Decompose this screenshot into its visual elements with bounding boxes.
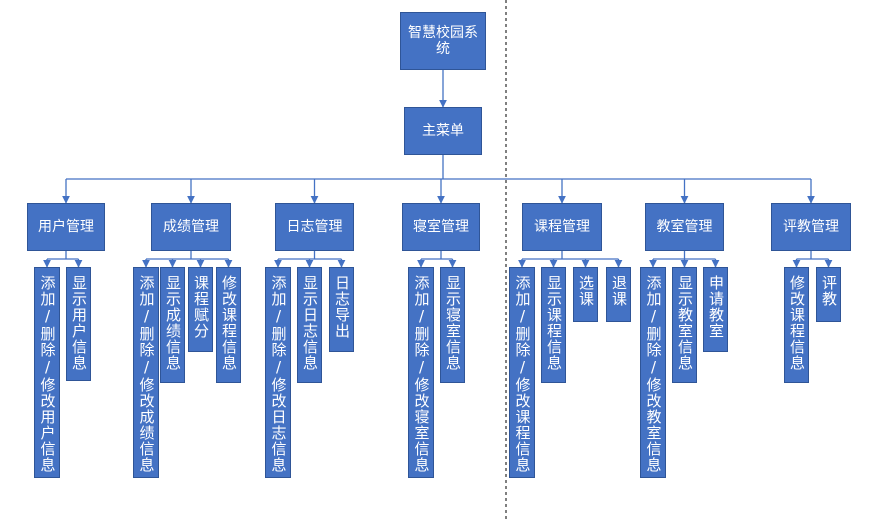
- module-label: 教室管理: [656, 219, 713, 235]
- leaf-node: 添加/删除/修改课程信息: [509, 267, 535, 478]
- leaf-node: 添加/删除/修改成绩信息: [133, 267, 159, 478]
- leaf-node: 修改课程信息: [784, 267, 809, 383]
- module-grade-management: 成绩管理: [151, 203, 231, 251]
- module-label: 成绩管理: [163, 219, 219, 235]
- leaf-node: 退课: [606, 267, 631, 322]
- main-menu-node: 主菜单: [404, 107, 482, 155]
- leaf-node: 添加/删除/修改用户信息: [34, 267, 60, 478]
- leaf-node: 显示教室信息: [672, 267, 697, 383]
- leaf-node: 评教: [816, 267, 841, 322]
- leaf-node: 选课: [573, 267, 598, 322]
- module-classroom-management: 教室管理: [645, 203, 724, 251]
- leaf-node: 添加/删除/修改教室信息: [640, 267, 666, 478]
- leaf-node: 课程赋分: [188, 267, 213, 352]
- leaf-node: 添加/删除/修改日志信息: [265, 267, 291, 478]
- module-course-management: 课程管理: [522, 203, 602, 251]
- module-label: 课程管理: [534, 219, 590, 235]
- root-node-label: 智慧校园系统: [408, 25, 478, 57]
- module-evaluation-management: 评教管理: [771, 203, 851, 251]
- module-user-management: 用户管理: [27, 203, 105, 251]
- module-dorm-management: 寝室管理: [402, 203, 480, 251]
- module-label: 评教管理: [783, 219, 839, 235]
- leaf-node: 修改课程信息: [216, 267, 241, 383]
- leaf-node: 添加/删除/修改寝室信息: [408, 267, 434, 478]
- leaf-node: 显示用户信息: [66, 267, 91, 381]
- leaf-node: 申请教室: [703, 267, 728, 352]
- main-menu-label: 主菜单: [422, 123, 464, 139]
- leaf-node: 显示寝室信息: [440, 267, 465, 383]
- leaf-node: 显示课程信息: [541, 267, 566, 383]
- leaf-node: 显示成绩信息: [160, 267, 185, 383]
- module-label: 用户管理: [38, 219, 94, 235]
- leaf-node: 日志导出: [329, 267, 354, 352]
- root-node: 智慧校园系统: [400, 12, 486, 70]
- module-label: 寝室管理: [413, 219, 469, 235]
- module-label: 日志管理: [286, 219, 343, 235]
- module-log-management: 日志管理: [275, 203, 354, 251]
- leaf-node: 显示日志信息: [297, 267, 322, 383]
